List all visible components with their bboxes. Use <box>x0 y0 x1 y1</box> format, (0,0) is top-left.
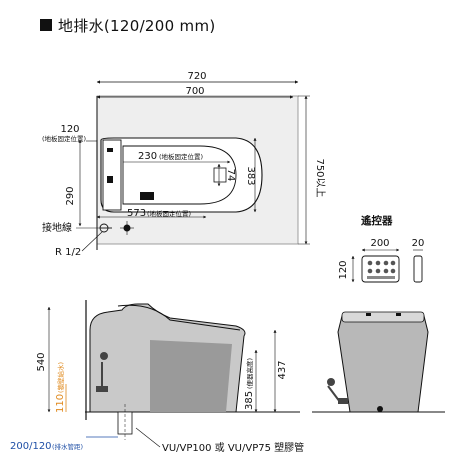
remote-buttons <box>367 260 396 279</box>
front-drain-icon <box>377 406 383 412</box>
dim-573-note: (地板固定位置) <box>147 209 191 218</box>
tank-block <box>102 139 122 211</box>
dim-230-label: 230 <box>138 151 157 162</box>
dim-230-note: (地板固定位置) <box>159 152 203 161</box>
front-view <box>312 311 445 413</box>
pipe-note-label: VU/VP100 或 VU/VP75 塑膠管 <box>162 441 304 454</box>
remote-side-profile <box>413 255 423 283</box>
toilet-body-front <box>337 315 429 413</box>
remote-height-label: 120 <box>338 260 349 279</box>
remote-depth-label: 20 <box>412 238 425 249</box>
supply-label: R 1/2 <box>55 247 81 258</box>
drain-offset-label: 200/120 <box>10 441 52 452</box>
top-view: 720 700 120 (地板固定位置) 230 (地板固定位置) 74 383 <box>42 71 326 258</box>
front-detail-b <box>396 313 401 316</box>
drain-offset-note: (排水管距) <box>52 442 83 451</box>
dim-290-label: 290 <box>65 186 76 205</box>
dim-573-label: 573 <box>127 208 146 219</box>
dim-540-label: 540 <box>36 352 47 371</box>
pipe-note-leader <box>135 427 161 448</box>
dim-385-label: 385 <box>244 391 255 410</box>
dim-120-note: (地板固定位置) <box>42 134 86 143</box>
remote-title: 遙控器 <box>361 214 393 227</box>
section-header: 地排水(120/200 mm) <box>40 14 216 36</box>
lid-front <box>341 311 425 323</box>
dim-700-label: 700 <box>185 86 204 97</box>
dim-385-note: (便器高度) <box>245 358 254 389</box>
dim-383-label: 383 <box>245 166 256 185</box>
detail-b <box>107 176 113 183</box>
ground-wire-label: 接地線 <box>42 221 72 234</box>
detail-c <box>140 192 154 200</box>
side-view: 540 110 (牆壁給水) 385 (便器高度) 437 200/120 (排… <box>10 300 304 454</box>
detail-a <box>107 148 113 152</box>
remote-control: 遙控器 200 20 120 <box>338 214 425 283</box>
square-bullet-icon <box>40 19 52 31</box>
supply-leader <box>81 231 103 252</box>
section-title: 地排水(120/200 mm) <box>58 16 216 35</box>
dim-120-label: 120 <box>60 124 79 135</box>
dim-720-label: 720 <box>187 71 206 82</box>
side-stop-valve <box>96 386 108 392</box>
lid-line <box>117 304 241 331</box>
dim-750-label: 750以上 <box>314 158 326 197</box>
front-detail-a <box>366 313 371 316</box>
dim-437-label: 437 <box>277 360 288 379</box>
dim-110-label: 110 <box>55 394 66 413</box>
remote-width-label: 200 <box>370 238 389 249</box>
dim-110-note: (牆壁給水) <box>56 362 65 393</box>
dim-74-label: 74 <box>225 169 236 182</box>
front-valve-icon <box>327 378 335 386</box>
seat-outline <box>122 145 237 205</box>
toilet-top-outline <box>100 137 263 213</box>
side-valve-icon <box>100 352 108 360</box>
body-lower-shade <box>150 340 232 412</box>
front-stop-valve <box>338 398 348 404</box>
